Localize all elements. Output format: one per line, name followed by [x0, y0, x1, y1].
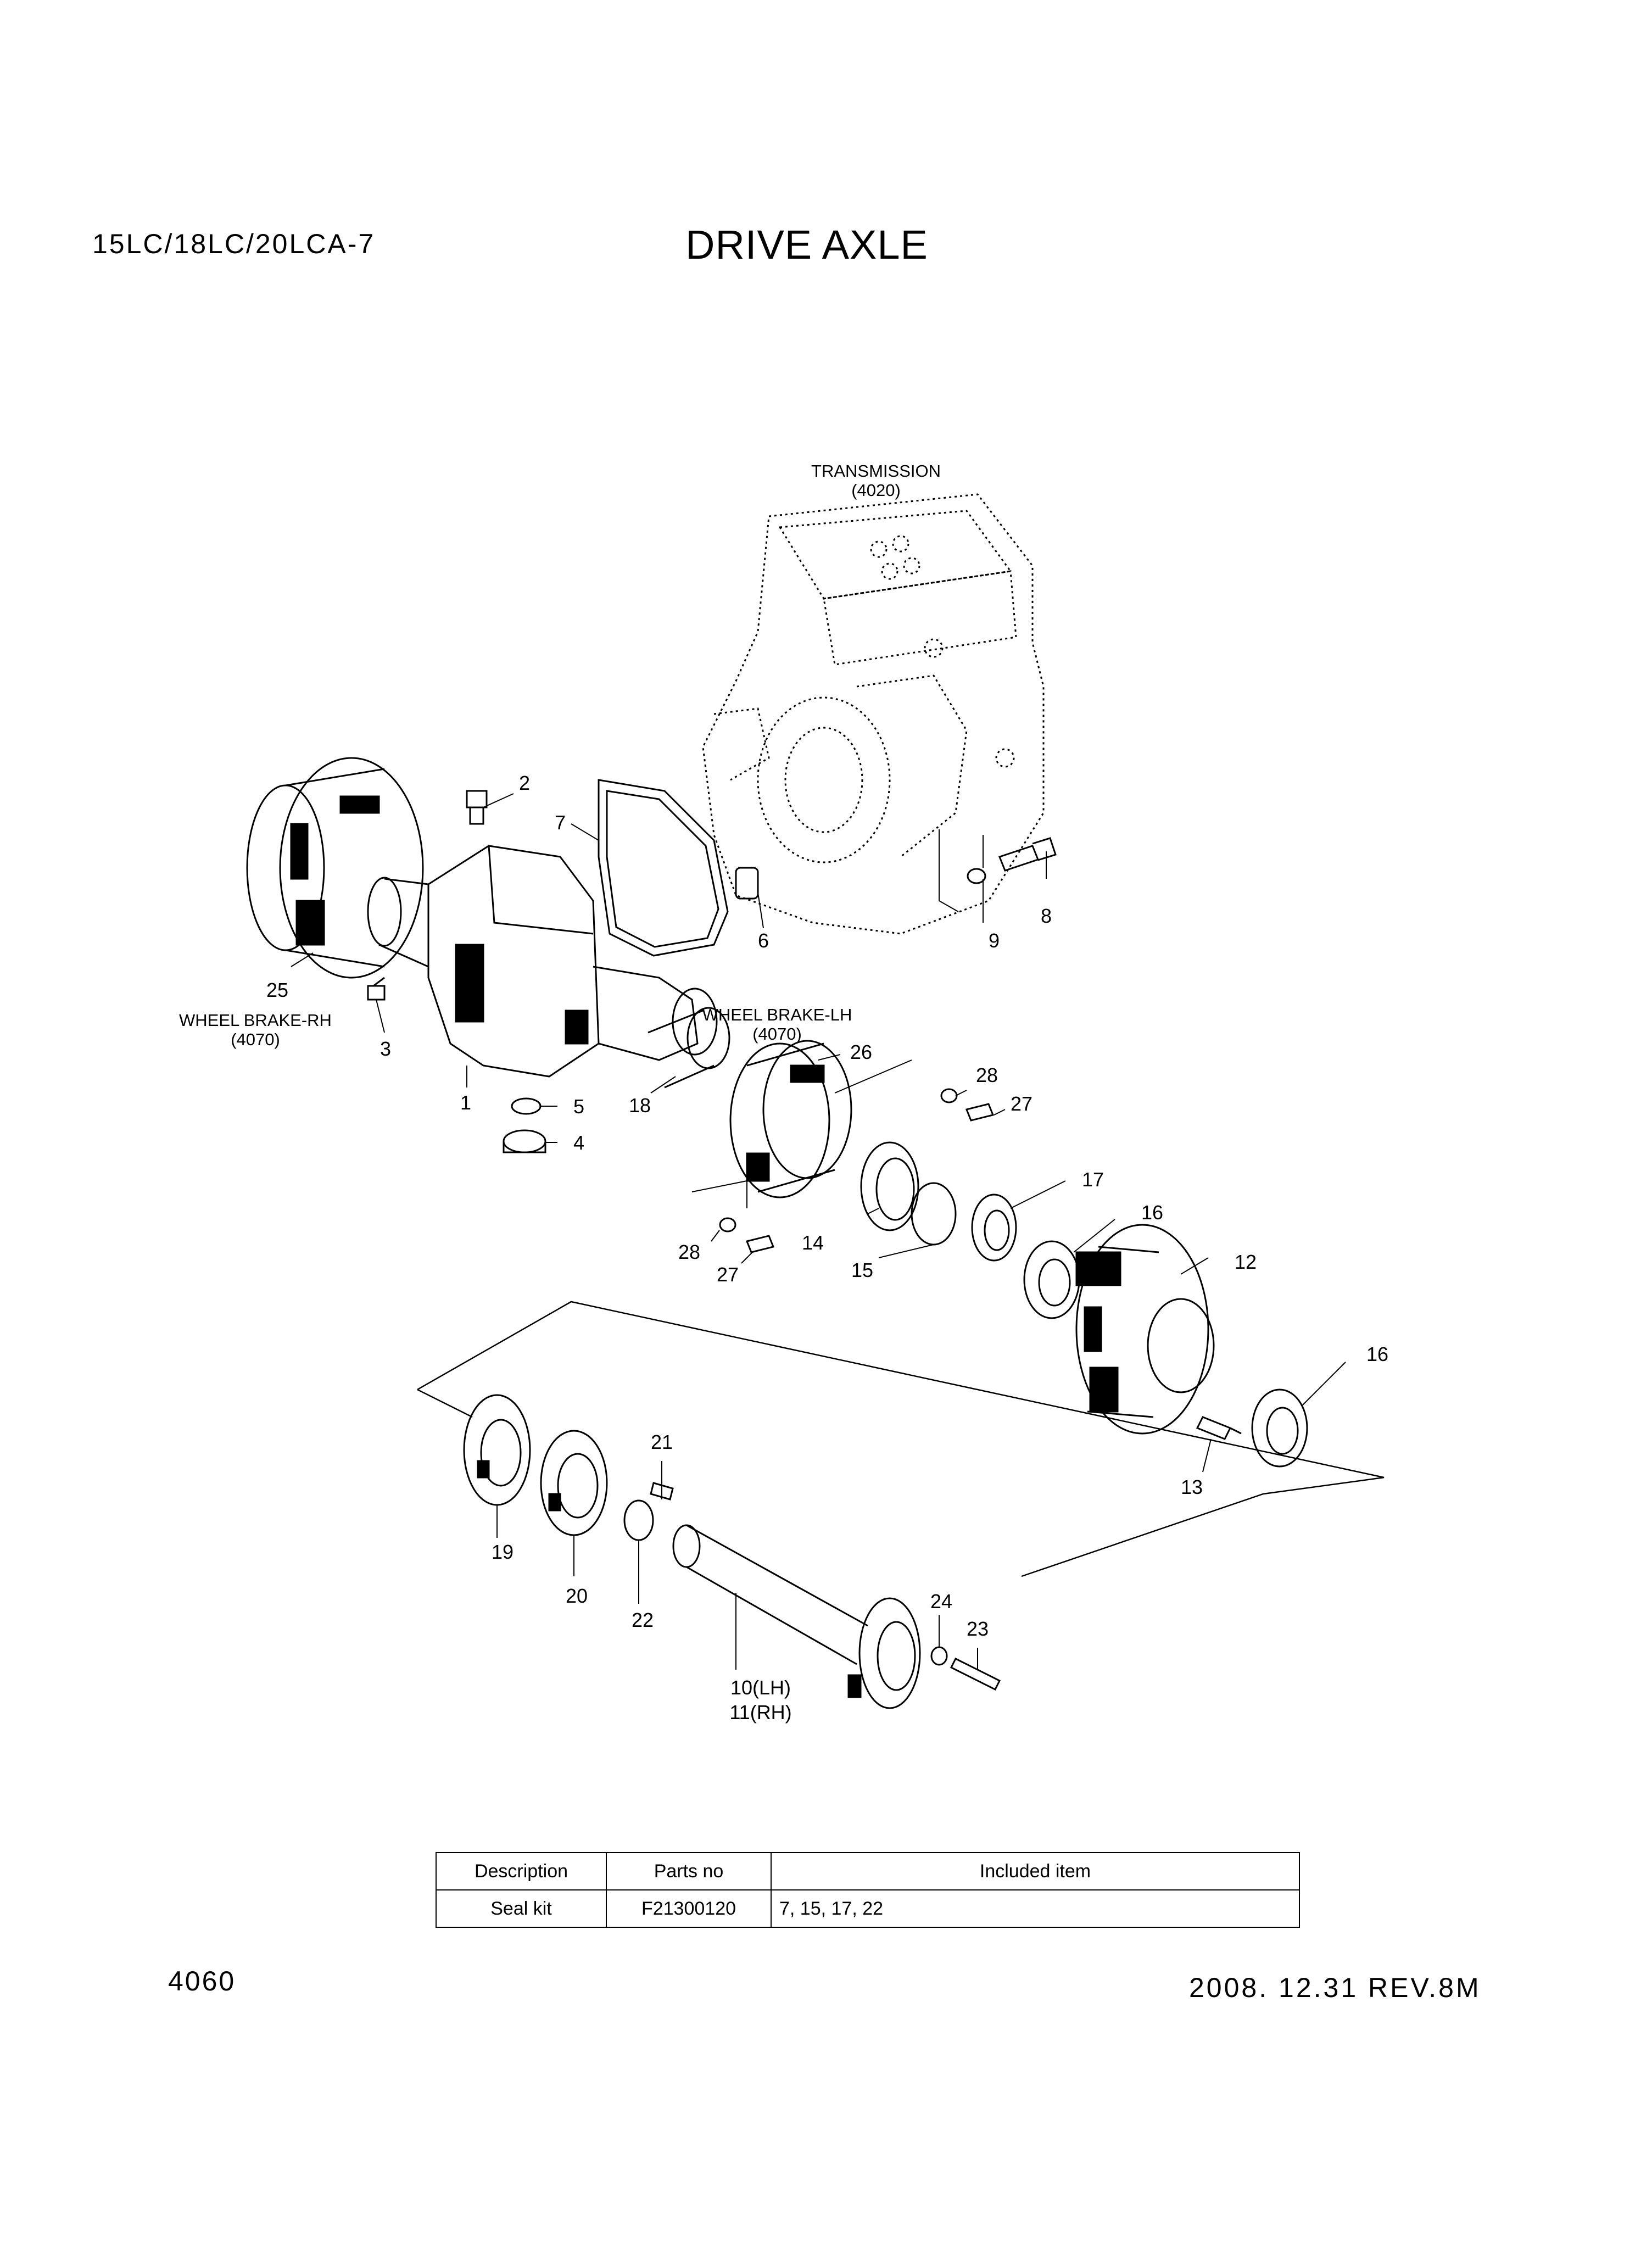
part-number-16a: 16 — [1141, 1201, 1163, 1224]
wheel-brake-lh-label: WHEEL BRAKE-LH — [702, 1005, 852, 1024]
page-number: 4060 — [168, 1966, 236, 1996]
part-number-28a: 28 — [976, 1064, 998, 1086]
bearing-16a-part — [1023, 1240, 1080, 1319]
sleeve-part — [648, 1007, 730, 1089]
wheel-brake-lh-part — [729, 1040, 852, 1198]
washer-24-part — [930, 1646, 948, 1666]
part-number-20: 20 — [566, 1585, 588, 1607]
stud-23-part — [950, 1657, 1001, 1691]
part-number-3: 3 — [380, 1038, 391, 1060]
leader-lines — [291, 793, 1346, 1670]
part-number-15: 15 — [851, 1259, 873, 1281]
part-number-4: 4 — [573, 1131, 584, 1154]
part-number-5: 5 — [573, 1095, 584, 1118]
diagram-callouts: TRANSMISSION (4020) WHEEL BRAKE-RH (4070… — [179, 461, 1388, 1724]
washer-28a-part — [940, 1088, 958, 1103]
axle-housing-part — [367, 845, 718, 1078]
bolt-21-part — [650, 1482, 674, 1501]
transmission-ghost — [702, 493, 1045, 935]
part-number-14: 14 — [802, 1231, 824, 1254]
wheel-brake-lh-ref: (4070) — [752, 1024, 802, 1044]
washer-28b-part — [719, 1217, 736, 1232]
part-number-24: 24 — [930, 1590, 952, 1613]
o-ring-15-part — [911, 1182, 957, 1246]
part-number-28b: 28 — [678, 1241, 700, 1263]
model-designation: 15LC/18LC/20LCA-7 — [92, 228, 376, 259]
part-number-10: 10(LH) — [730, 1676, 791, 1699]
wheel-brake-rh-part — [246, 757, 424, 979]
part-number-19: 19 — [492, 1541, 514, 1563]
part-number-23: 23 — [967, 1618, 989, 1640]
kit-included-cell: 7, 15, 17, 22 — [771, 1889, 1300, 1928]
part-number-11: 11(RH) — [729, 1701, 791, 1724]
part-number-12: 12 — [1235, 1251, 1257, 1273]
kit-col-parts-no: Parts no — [606, 1852, 772, 1890]
kit-col-description: Description — [436, 1852, 607, 1890]
part-number-17: 17 — [1082, 1168, 1104, 1191]
part-number-21: 21 — [651, 1431, 673, 1453]
plate-19-part — [463, 1394, 531, 1506]
assembly-bracket — [417, 1301, 1385, 1577]
table-row: Seal kit F21300120 7, 15, 17, 22 — [436, 1889, 1300, 1928]
seal-kit-table: Description Parts no Included item Seal … — [436, 1852, 1300, 1928]
drain-plug-4-part — [503, 1129, 546, 1153]
washer-9-part — [967, 868, 986, 884]
bolt-27b-part — [745, 1235, 775, 1253]
revision-date: 2008. 12.31 REV.8M — [1189, 1972, 1481, 2003]
kit-col-included-item: Included item — [771, 1852, 1300, 1890]
wheel-brake-rh-ref: (4070) — [231, 1030, 280, 1049]
breather-part — [466, 790, 488, 825]
axle-shaft-part — [672, 1524, 921, 1709]
part-number-2: 2 — [519, 772, 530, 794]
wheel-bolt-13-part — [1196, 1416, 1242, 1440]
leader-transmission-bolt — [939, 829, 984, 912]
part-number-1: 1 — [460, 1091, 471, 1114]
dowel-pin-part — [735, 867, 759, 900]
bolt-27a-part — [965, 1103, 995, 1122]
part-number-27b: 27 — [717, 1263, 739, 1286]
seal-22-part — [623, 1499, 654, 1541]
part-number-16b: 16 — [1366, 1343, 1388, 1365]
page-title: DRIVE AXLE — [685, 222, 928, 267]
wheel-hub-part — [1075, 1224, 1215, 1435]
part-number-22: 22 — [632, 1609, 654, 1631]
part-number-18: 18 — [629, 1094, 651, 1117]
retainer-20-part — [540, 1430, 608, 1536]
kit-table-header-row: Description Parts no Included item — [436, 1852, 1300, 1890]
wheel-brake-rh-label: WHEEL BRAKE-RH — [179, 1011, 332, 1030]
part-number-25: 25 — [266, 979, 288, 1001]
kit-description-cell: Seal kit — [436, 1889, 607, 1928]
transmission-label: TRANSMISSION — [811, 461, 941, 481]
part-number-13: 13 — [1181, 1476, 1203, 1498]
transmission-ref: (4020) — [851, 481, 901, 500]
part-number-27a: 27 — [1011, 1092, 1032, 1115]
part-number-8: 8 — [1041, 905, 1052, 927]
o-ring-5-part — [511, 1097, 542, 1115]
part-number-26: 26 — [850, 1041, 872, 1063]
gasket-part — [598, 779, 729, 957]
part-number-7: 7 — [555, 811, 566, 834]
part-number-9: 9 — [989, 929, 1000, 952]
seal-17-part — [971, 1193, 1017, 1262]
bolt-8-part — [998, 837, 1057, 872]
kit-parts-no-cell: F21300120 — [606, 1889, 772, 1928]
bolt-3-part — [367, 977, 386, 1001]
part-number-6: 6 — [758, 929, 769, 952]
seal-14-part — [860, 1141, 919, 1231]
bearing-16b-part — [1251, 1388, 1308, 1468]
